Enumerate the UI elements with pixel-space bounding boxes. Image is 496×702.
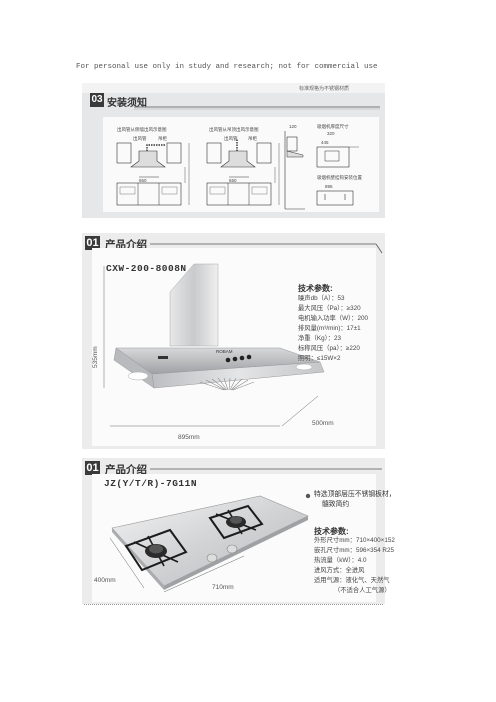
- hob-width-dimension: 710mm: [212, 584, 234, 591]
- diagram1-dim-650: 650: [139, 178, 147, 183]
- hob-section-title: 产品介绍: [105, 464, 147, 476]
- hood-spec-line: 电机输入功率（W）：200: [298, 315, 368, 322]
- hood-brand-label: ROBAM: [216, 349, 233, 354]
- hood-spec-line: 噪声db（A）：53: [298, 295, 345, 302]
- hob-section-number: 01: [85, 461, 100, 475]
- install-title-underline: [134, 106, 380, 110]
- hook-caption: 吸烟机壁挂钩安装位置: [317, 175, 362, 180]
- hood-spec-line: 最大风压（Pa）：≥320: [298, 305, 361, 312]
- thickness-caption: 吸烟机厚度尺寸: [317, 124, 349, 129]
- hood-section-number: 01: [85, 236, 100, 250]
- diagram1-wind-label: 出风管: [133, 136, 147, 141]
- hob-model-number: JZ(Y/T/R)-7G11N: [104, 478, 198, 489]
- hood-height-dimension: 535mm: [92, 346, 99, 368]
- feature-bullet-icon: [305, 493, 311, 499]
- install-top-note: 标准规格为不锈钢材质: [298, 86, 349, 92]
- hood-spec-title: 技术参数:: [298, 284, 333, 293]
- dim-445: 445: [321, 140, 329, 145]
- hob-depth-dimension: 400mm: [94, 577, 116, 584]
- install-section-number: 03: [90, 93, 104, 107]
- install-top-strip: [82, 83, 385, 93]
- disclaimer-text: For personal use only in study and resea…: [76, 63, 378, 71]
- hob-dimension-lines: [109, 537, 245, 593]
- ceiling-exhaust-diagram: [206, 139, 280, 206]
- hood-width-dimension: 895mm: [178, 434, 200, 441]
- hood-spec-line: 净重（Kg）：23: [298, 335, 342, 342]
- bottom-dotted-divider: [84, 604, 383, 605]
- dim-320: 320: [327, 131, 335, 136]
- hood-top-view-diagram: [316, 146, 359, 168]
- hob-spec-line: （不适合人工气源）: [334, 587, 391, 594]
- diagram2-dim-650: 650: [229, 178, 237, 183]
- hob-feature-line2: 髓致简约: [322, 501, 350, 508]
- hood-dimension-lines: [103, 266, 319, 427]
- install-diagrams-area: 出风管从侧墙出风示意图 出风管 吊柜 650 出风管从吊顶出风示意图 出风管 吊…: [103, 117, 379, 212]
- hob-title-rule: [150, 468, 382, 470]
- diagram2-caption: 出风管从吊顶出风示意图: [209, 127, 259, 132]
- dim-895: 895: [325, 184, 333, 189]
- hob-spec-line: 进风方式：全进风: [314, 567, 365, 574]
- hood-spec-line: 照明：≤15W×2: [298, 355, 341, 362]
- hood-panel: 01 产品介绍: [82, 233, 385, 449]
- diagram1-caption: 出风管从侧墙出风示意图: [117, 127, 167, 132]
- hob-spec-title: 技术参数:: [314, 527, 349, 536]
- hob-feature-line1: 特选顶部层压不锈钢板材，: [314, 491, 396, 498]
- hood-spec-line: 标称风压（pa）：≥220: [298, 345, 360, 352]
- hob-spec-line: 适用气源：液化气、天然气: [314, 577, 390, 584]
- hob-spec-line: 嵌孔尺寸mm：596×354 R25: [314, 547, 394, 554]
- hood-depth-dimension: 500mm: [312, 420, 334, 427]
- hood-title-rule: [150, 243, 383, 254]
- hob-spec-line: 外形尺寸mm：710×400×152: [314, 537, 395, 544]
- side-wall-exhaust-diagram: [116, 142, 190, 206]
- diagram2-wind-label: 出风管: [224, 136, 238, 141]
- range-hood-illustration: [113, 263, 325, 391]
- hood-spec-line: 排风量(m³/min)：17±1: [298, 325, 361, 332]
- hood-product-area: [92, 248, 376, 446]
- side-profile-dim-120: 120: [289, 124, 297, 129]
- hob-panel: 01 产品介绍: [82, 458, 385, 604]
- install-section-title: 安装须知: [107, 98, 147, 109]
- diagram2-hood-label: 吊柜: [248, 136, 257, 141]
- install-panel: 标准规格为不锈钢材质 03 安装须知 出风管从侧墙出风示意图 出风管 吊柜 65…: [82, 83, 385, 218]
- gas-hob-illustration: [111, 495, 309, 590]
- hood-side-profile-diagram: [284, 131, 305, 210]
- hook-position-diagram: [316, 190, 354, 206]
- hood-model-number: CXW-200-8008N: [106, 263, 187, 274]
- hob-spec-line: 热流量（kW）：4.0: [314, 557, 367, 564]
- diagram1-hood-label: 吊柜: [158, 136, 167, 141]
